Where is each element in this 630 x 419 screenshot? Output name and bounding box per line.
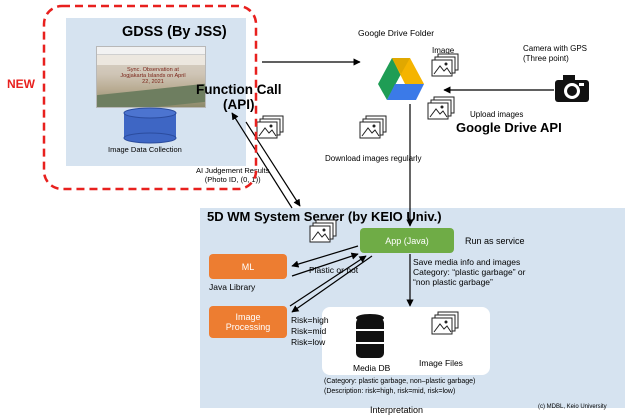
storage-area [322,307,490,375]
ml-label: ML [241,261,255,272]
save-line2: Category: “plastic garbage” or [413,267,526,278]
camera-icon [555,75,589,102]
save-line3: “non plastic garbage” [413,277,493,288]
ai-results-line2: (Photo ID, (0, 1)) [204,175,261,184]
download-images-label: Download images regularly [325,154,422,163]
gdss-title: GDSS (By JSS) [122,24,227,40]
image-processing-box: Image Processing [209,306,287,338]
save-line1: Save media info and images [413,257,521,267]
screenshot-caption: Sync. Observation at Jogjakarta Islands … [120,67,186,86]
ai-judgement-results-label: AI Judgement Results (Photo ID, (0, 1)) [196,166,269,184]
save-media-label: Save media info and images Category: “pl… [413,257,525,288]
image-data-collection-label: Image Data Collection [108,145,182,154]
function-call-line2: (API) [223,97,255,113]
upload-images-label: Upload images [470,110,524,119]
run-as-service-label: Run as service [465,236,525,246]
image-files-label: Image Files [419,358,463,368]
drive-image-icon [431,53,459,77]
media-db-icon [356,314,384,358]
server-image-icon [309,219,337,243]
google-drive-icon [378,58,424,100]
arrow-ml-to-app [291,252,359,277]
media-db-label: Media DB [353,363,391,373]
new-dashed-frame [42,4,258,191]
plastic-or-not-label: Plastic or not [309,265,359,275]
java-library-label: Java Library [209,282,256,292]
camera-line2: (Three point) [523,53,569,63]
image-processing-line2: Processing [225,322,271,332]
interpretation-label: Interpretation [370,405,424,415]
risk-mid-label: Risk=mid [291,325,327,336]
copyright-label: (c) MDBL, Keio University [538,404,607,410]
image-processing-line1: Image [235,311,261,322]
app-java-label: App (Java) [385,235,429,246]
arrow-imgproc-to-app [289,255,367,307]
description-note: (Description: risk=high, risk=mid, risk=… [324,388,456,395]
risk-list: Risk=high Risk=mid Risk=low [291,315,329,347]
function-call-label: Function Call (API) [196,82,282,112]
new-label: NEW [7,77,35,91]
camera-label: Camera with GPS (Three point) [523,44,587,63]
category-note: (Category: plastic garbage, non–plastic … [324,378,476,385]
ml-box: ML [209,254,287,279]
gdss-web-screenshot: Sync. Observation at Jogjakarta Islands … [96,46,206,108]
ai-results-line1: AI Judgement Results [196,166,270,175]
function-call-line1: Function Call [196,82,282,97]
google-drive-api-label: Google Drive API [456,120,562,135]
arrow-app-to-imgproc [291,255,373,313]
risk-high-label: Risk=high [291,315,329,325]
image-label: Image [432,46,455,55]
function-call-image-icon [256,115,284,139]
server-title: 5D WM System Server (by KEIO Univ.) [207,209,442,224]
upload-image-icon [427,96,455,120]
download-image-icon [359,115,387,139]
arrow-app-to-gdss [231,112,293,209]
risk-low-label: Risk=low [291,336,326,347]
database-icon [123,107,177,144]
app-java-box: App (Java) [360,228,454,253]
image-files-icon [431,311,459,335]
arrow-app-to-ml [291,245,359,268]
camera-line1: Camera with GPS [523,44,588,53]
google-drive-folder-label: Google Drive Folder [358,28,435,38]
